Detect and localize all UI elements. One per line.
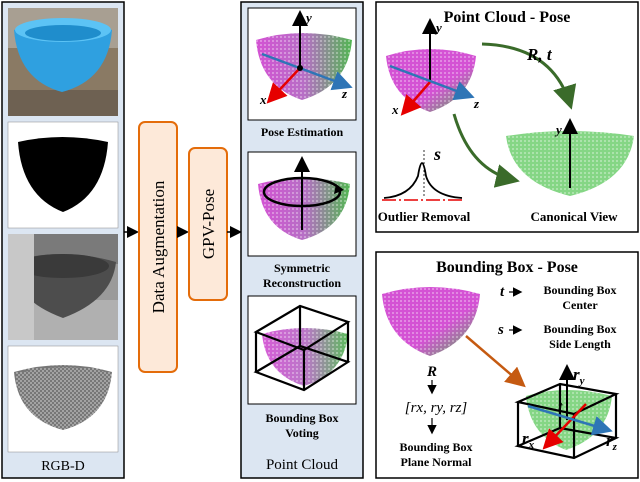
pcp-axis-y: y	[434, 20, 442, 35]
bbox-3d	[514, 364, 620, 460]
bbox-center-line1: Bounding Box	[543, 283, 616, 297]
pose-axis-x: x	[259, 92, 267, 107]
bbox-ry-label: ry	[573, 365, 585, 387]
pcp-axis-z: z	[473, 96, 480, 111]
symmetric-reconstruction-label-1: Symmetric	[274, 261, 331, 275]
point-cloud-pose-title: Point Cloud - Pose	[444, 9, 571, 26]
canonical-axis-y: y	[554, 122, 562, 137]
pose-axis-y: y	[304, 10, 312, 25]
pose-estimation-card: y x z	[247, 7, 357, 121]
bbox-t-label: t	[558, 399, 563, 416]
bbox-side-line2: Side Length	[549, 337, 611, 351]
bbox-center-line2: Center	[562, 298, 598, 312]
depth-image	[8, 234, 118, 340]
bbox-s-symbol: s	[497, 322, 504, 338]
canonical-view-label: Canonical View	[530, 209, 618, 224]
bounding-box-pose-title: Bounding Box - Pose	[436, 259, 578, 276]
point-cloud-label: Point Cloud	[266, 457, 339, 473]
point-cloud-image	[7, 345, 119, 453]
bbox-rz-label: rz	[606, 431, 618, 453]
symmetric-reconstruction-label-2: Reconstruction	[263, 276, 341, 290]
data-augmentation-box: Data Augmentation	[138, 121, 178, 373]
bbox-normal-line1: Bounding Box	[399, 440, 472, 454]
bbox-R-symbol: R	[426, 364, 437, 380]
pose-estimation-label: Pose Estimation	[261, 125, 344, 139]
outlier-s-label: s	[433, 144, 441, 164]
bbox-voting-label-1: Bounding Box	[265, 411, 338, 425]
point-cloud-pose-panel: Point Cloud - Pose y x z R, t s Outlier …	[375, 1, 639, 233]
pose-axis-z: z	[341, 86, 348, 101]
gpv-pose-label: GPV-Pose	[199, 189, 218, 259]
mask-image	[7, 121, 119, 229]
point-cloud-panel: y x z Pose Estimation Symmetric Reconstr…	[240, 1, 364, 479]
bounding-box-pose-panel: Bounding Box - Pose t Bounding Box Cente…	[375, 251, 639, 479]
bbox-voting-label-2: Voting	[285, 426, 319, 440]
rgb-image	[8, 8, 118, 116]
bbox-normal-line2: Plane Normal	[401, 455, 473, 469]
bbox-normal-vector: [rx, ry, rz]	[405, 400, 468, 416]
outlier-removal-label: Outlier Removal	[378, 209, 471, 224]
rgbd-panel: RGB-D	[1, 1, 125, 479]
pcp-axis-x: x	[391, 102, 399, 117]
rgbd-label: RGB-D	[41, 459, 85, 474]
bbox-voting-card	[247, 295, 357, 405]
bbox-side-line1: Bounding Box	[543, 322, 616, 336]
rt-label: R, t	[526, 45, 553, 64]
outlier-distribution: s	[382, 144, 464, 201]
data-augmentation-label: Data Augmentation	[149, 180, 168, 313]
symmetric-reconstruction-card	[247, 151, 357, 257]
gpv-pose-box: GPV-Pose	[188, 147, 228, 301]
bbox-t-symbol: t	[500, 284, 505, 300]
